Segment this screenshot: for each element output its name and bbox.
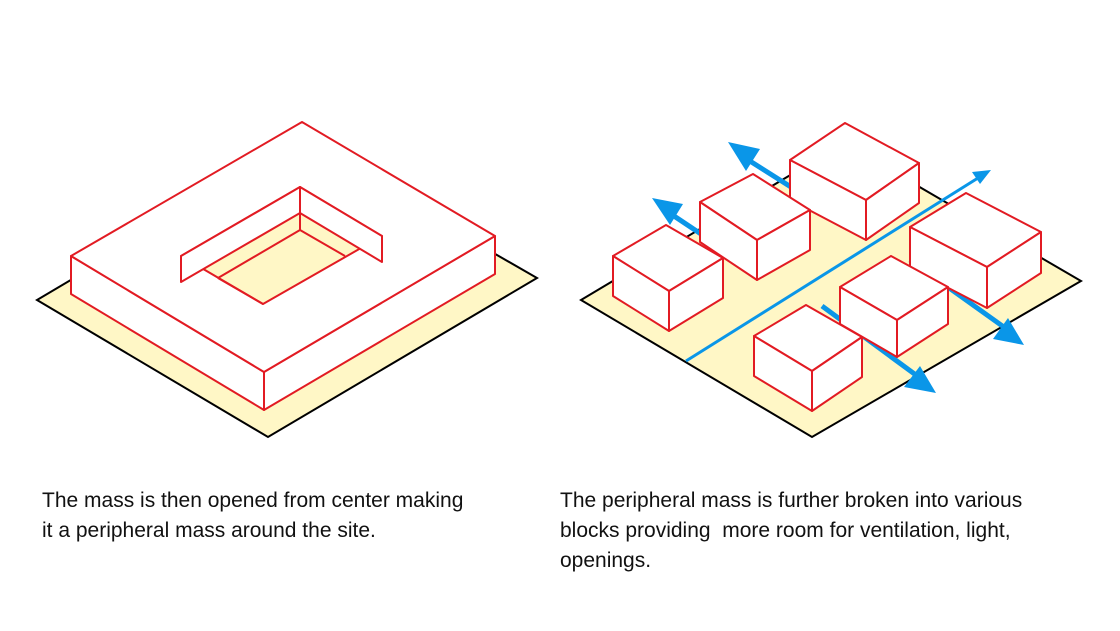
block-back — [789, 122, 920, 241]
block-right-back — [909, 192, 1042, 309]
right-diagram — [579, 122, 1083, 439]
caption-left-line-1: The mass is then opened from center maki… — [42, 489, 464, 512]
peripheral-mass — [70, 121, 496, 411]
courtyard-floor-edge-2 — [217, 277, 264, 305]
block-front — [753, 304, 863, 412]
axis-arrowhead — [972, 170, 991, 184]
courtyard-floor-edge-1 — [217, 229, 301, 279]
block-right-middle-right — [896, 286, 949, 358]
arrow-head-nw-2 — [728, 142, 760, 171]
block-left-front — [612, 224, 724, 332]
arrow-head-se-1 — [993, 318, 1024, 345]
block-right-middle — [839, 255, 949, 358]
caption-right: The peripheral mass is further broken in… — [560, 486, 1100, 576]
caption-right-line-1: The peripheral mass is further broken in… — [560, 489, 1023, 512]
caption-right-line-2: blocks providing more room for ventilati… — [560, 519, 1011, 542]
caption-left: The mass is then opened from center maki… — [42, 486, 532, 546]
block-back-right — [865, 162, 920, 241]
left-diagram — [35, 121, 539, 439]
site-axis-line — [685, 176, 979, 363]
caption-right-line-3: openings. — [560, 549, 652, 572]
block-right-back-right — [986, 231, 1042, 309]
block-left-front-right — [668, 257, 724, 332]
arrow-head-nw-1 — [652, 198, 683, 225]
courtyard-floor-edge-3 — [299, 229, 346, 257]
arrow-head-se-2 — [904, 366, 936, 393]
block-left-upper-right — [756, 209, 811, 281]
caption-left-line-2: it a peripheral mass around the site. — [42, 519, 376, 542]
block-left-upper — [699, 173, 811, 281]
block-front-right — [811, 336, 863, 412]
